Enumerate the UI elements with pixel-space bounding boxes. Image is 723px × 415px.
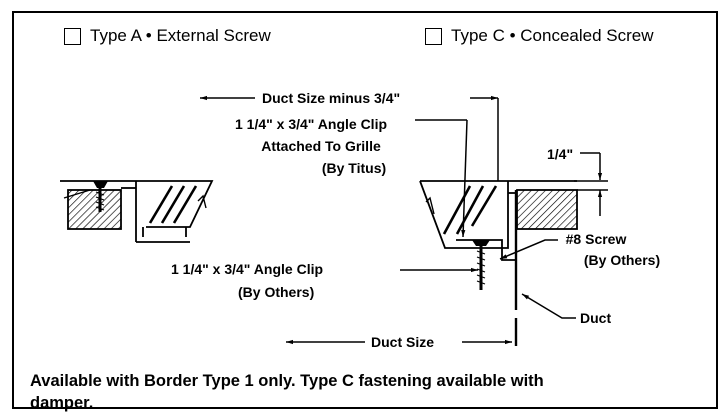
note-line-2: damper.	[30, 394, 94, 412]
left-break	[197, 194, 207, 209]
right-break	[425, 196, 435, 215]
type-c-detail	[419, 180, 578, 310]
label-clip-others-1: 1 1/4" x 3/4" Angle Clip	[171, 261, 323, 277]
leader-duct	[521, 293, 576, 319]
type-c-checkbox[interactable]	[425, 27, 442, 45]
type-a-detail	[60, 180, 214, 243]
left-wall-hatch	[67, 189, 122, 230]
left-break-mark	[63, 189, 91, 199]
right-wall-hatch	[516, 189, 578, 230]
left-clips	[142, 227, 187, 237]
note-line-1: Available with Border Type 1 only. Type …	[30, 372, 544, 390]
leader-screw	[499, 239, 558, 260]
type-c-label: Type C • Concealed Screw	[451, 26, 654, 45]
label-clip-grille-2: Attached To Grille	[261, 138, 381, 154]
type-a-label: Type A • External Screw	[90, 26, 271, 45]
label-screw-2: (By Others)	[584, 252, 660, 268]
label-screw-1: #8 Screw	[566, 231, 627, 247]
label-clip-grille-3: (By Titus)	[322, 160, 386, 176]
label-duct: Duct	[580, 310, 611, 326]
left-blades	[148, 185, 198, 224]
label-clip-grille-1: 1 1/4" x 3/4" Angle Clip	[235, 116, 387, 132]
diagram-frame	[12, 11, 718, 409]
option-type-c[interactable]: Type C • Concealed Screw	[425, 24, 654, 48]
concealed-screw-icon	[472, 240, 490, 290]
leader-clip-grille	[461, 119, 468, 238]
label-duct-size: Duct Size	[371, 334, 434, 350]
option-type-a[interactable]: Type A • External Screw	[64, 24, 271, 48]
right-grille-frame	[419, 180, 509, 249]
type-a-checkbox[interactable]	[64, 27, 81, 45]
label-duct-size-minus: Duct Size minus 3/4"	[262, 90, 400, 106]
label-clip-others-2: (By Others)	[238, 284, 314, 300]
external-screw-icon	[93, 181, 108, 212]
availability-note: Available with Border Type 1 only. Type …	[30, 370, 710, 414]
label-quarter-inch: 1/4"	[547, 146, 573, 162]
right-blades	[442, 185, 498, 235]
